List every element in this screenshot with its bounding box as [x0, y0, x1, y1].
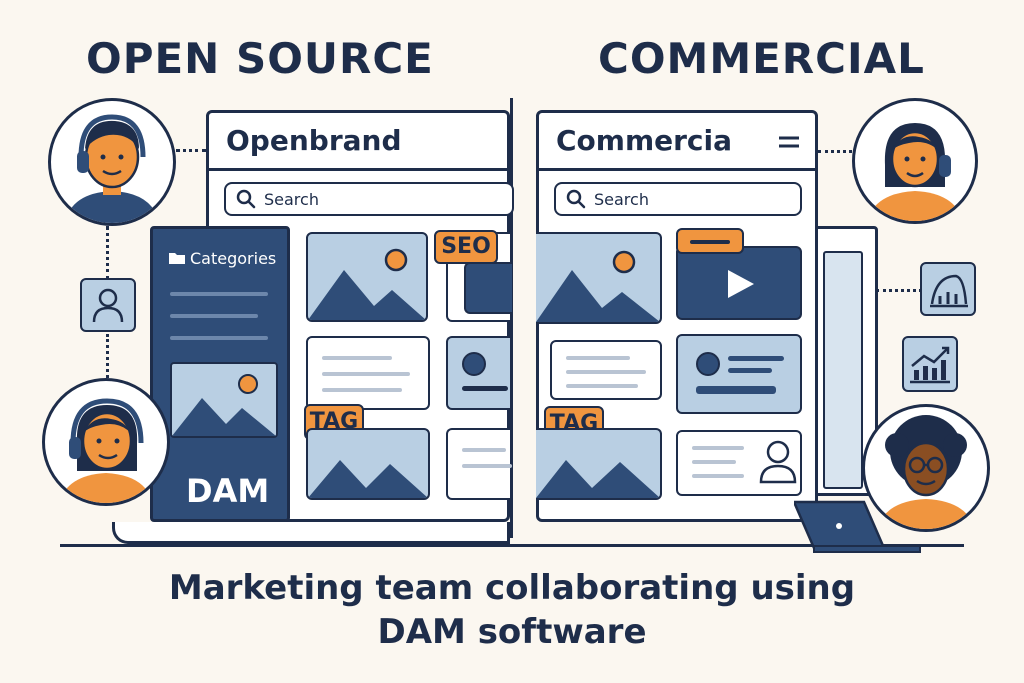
connector-dotted [876, 289, 922, 292]
analytics-chart-icon [920, 262, 976, 316]
growth-chart-icon [902, 336, 958, 392]
openbrand-title: Openbrand [226, 124, 402, 157]
hamburger-icon[interactable] [778, 134, 800, 153]
sidebar-line [170, 336, 268, 340]
avatar-person-glasses [862, 404, 990, 532]
connector-dotted [176, 149, 206, 152]
heading-open-source: OPEN SOURCE [86, 34, 434, 83]
laptop-base-left [112, 522, 510, 544]
play-icon [728, 270, 754, 298]
avatar-woman-headset-right [852, 98, 978, 224]
avatar-woman-headset [42, 378, 170, 506]
user-icon [759, 440, 797, 484]
connector-dotted [106, 226, 109, 280]
video-card[interactable] [676, 246, 802, 320]
user-profile-icon [80, 278, 136, 332]
folder-icon [168, 250, 186, 270]
heading-commercial: COMMERCIAL [598, 34, 925, 83]
search-placeholder: Search [594, 189, 649, 209]
laptop-icon [792, 498, 924, 558]
commercia-search-input[interactable]: Search [554, 182, 802, 216]
commercia-header-divider [536, 168, 818, 171]
avatar-man-headset [48, 98, 176, 226]
asset-image-card[interactable] [536, 232, 662, 324]
caption-line-2: DAM software [377, 612, 647, 652]
asset-image-card[interactable] [536, 428, 662, 500]
sidebar-line [170, 292, 268, 296]
asset-profile-card[interactable] [446, 336, 510, 410]
connector-dotted [106, 334, 109, 378]
baseline [60, 544, 964, 547]
search-icon [236, 189, 256, 209]
sidebar-image-thumbnail [170, 362, 278, 438]
sidebar-categories-label[interactable]: Categories [190, 249, 277, 268]
asset-text-card[interactable] [550, 340, 662, 400]
asset-image-card[interactable] [306, 428, 430, 500]
openbrand-header-divider [206, 168, 510, 171]
dam-label: DAM [186, 472, 270, 510]
search-placeholder: Search [264, 189, 319, 209]
sidebar-line [170, 314, 258, 318]
seo-tag[interactable]: SEO [434, 230, 498, 264]
asset-text-card[interactable] [306, 336, 430, 410]
search-icon [566, 189, 586, 209]
commercia-title: Commercia [556, 124, 733, 157]
center-divider [510, 98, 513, 538]
asset-user-card[interactable] [676, 430, 802, 496]
asset-profile-card[interactable] [676, 334, 802, 414]
asset-text-card[interactable] [446, 428, 512, 500]
openbrand-search-input[interactable]: Search [224, 182, 514, 216]
caption-line-1: Marketing team collaborating using [168, 568, 856, 608]
connector-dotted [818, 150, 852, 153]
asset-image-card[interactable] [306, 232, 428, 322]
blank-tag[interactable] [676, 228, 744, 254]
